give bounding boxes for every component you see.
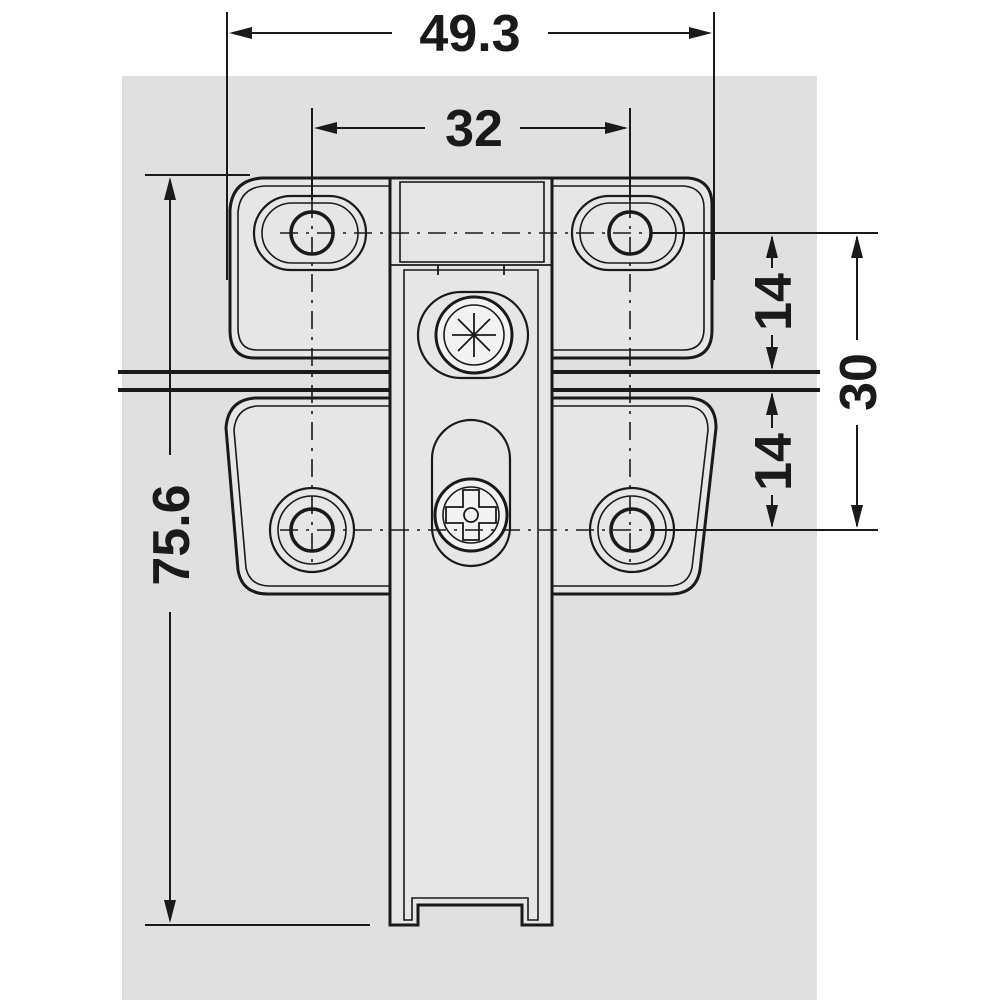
dimension-overall-width: 49.3 bbox=[229, 5, 712, 63]
adjustment-cam bbox=[416, 290, 530, 380]
dim-hole-spacing-label: 32 bbox=[445, 100, 503, 158]
fixing-screw-slot bbox=[430, 418, 512, 568]
dim-upper-offset-label: 14 bbox=[745, 273, 803, 331]
dimension-vertical-span: 30 bbox=[830, 235, 888, 528]
dimension-lower-offset: 14 bbox=[745, 392, 803, 528]
dimension-overall-height: 75.6 bbox=[143, 177, 201, 923]
dim-lower-offset-label: 14 bbox=[745, 433, 803, 491]
dim-vertical-span-label: 30 bbox=[830, 353, 888, 411]
center-lines bbox=[280, 200, 672, 570]
extension-lines bbox=[145, 12, 878, 926]
dimension-hole-spacing: 32 bbox=[314, 100, 628, 158]
dim-overall-height-label: 75.6 bbox=[143, 484, 201, 585]
dim-overall-width-label: 49.3 bbox=[419, 5, 520, 63]
dimension-upper-offset: 14 bbox=[745, 235, 803, 370]
